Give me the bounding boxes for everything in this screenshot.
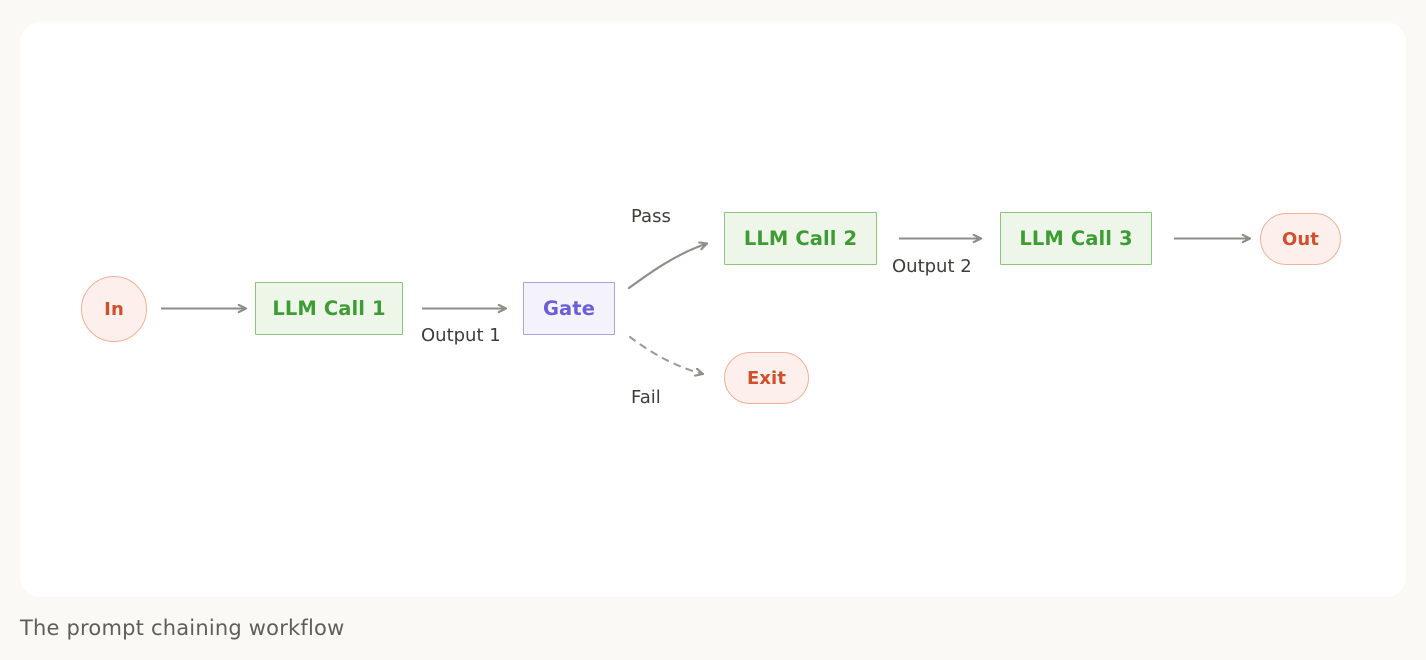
node-in[interactable]: In	[81, 276, 147, 342]
node-exit[interactable]: Exit	[724, 352, 809, 404]
node-out-label: Out	[1281, 228, 1320, 250]
edge-label-output-2: Output 2	[892, 256, 972, 277]
edge-label-pass: Pass	[631, 206, 671, 227]
node-exit-label: Exit	[746, 367, 787, 389]
node-gate-label: Gate	[542, 297, 596, 320]
node-llm-call-1-label: LLM Call 1	[272, 297, 386, 320]
edge-gate-llm2	[627, 244, 709, 290]
node-llm-call-3-label: LLM Call 3	[1019, 227, 1133, 250]
node-in-label: In	[104, 298, 124, 320]
node-out[interactable]: Out	[1260, 213, 1341, 265]
diagram-card	[20, 22, 1406, 597]
node-llm-call-1[interactable]: LLM Call 1	[255, 282, 403, 335]
edge-label-output-1: Output 1	[421, 325, 501, 346]
node-llm-call-2-label: LLM Call 2	[743, 227, 858, 250]
edge-label-fail: Fail	[631, 387, 661, 408]
node-llm-call-3[interactable]: LLM Call 3	[1000, 212, 1152, 265]
node-llm-call-2[interactable]: LLM Call 2	[724, 212, 877, 265]
figure-caption: The prompt chaining workflow	[20, 616, 345, 640]
node-gate[interactable]: Gate	[523, 282, 615, 335]
edge-gate-exit	[628, 335, 705, 374]
